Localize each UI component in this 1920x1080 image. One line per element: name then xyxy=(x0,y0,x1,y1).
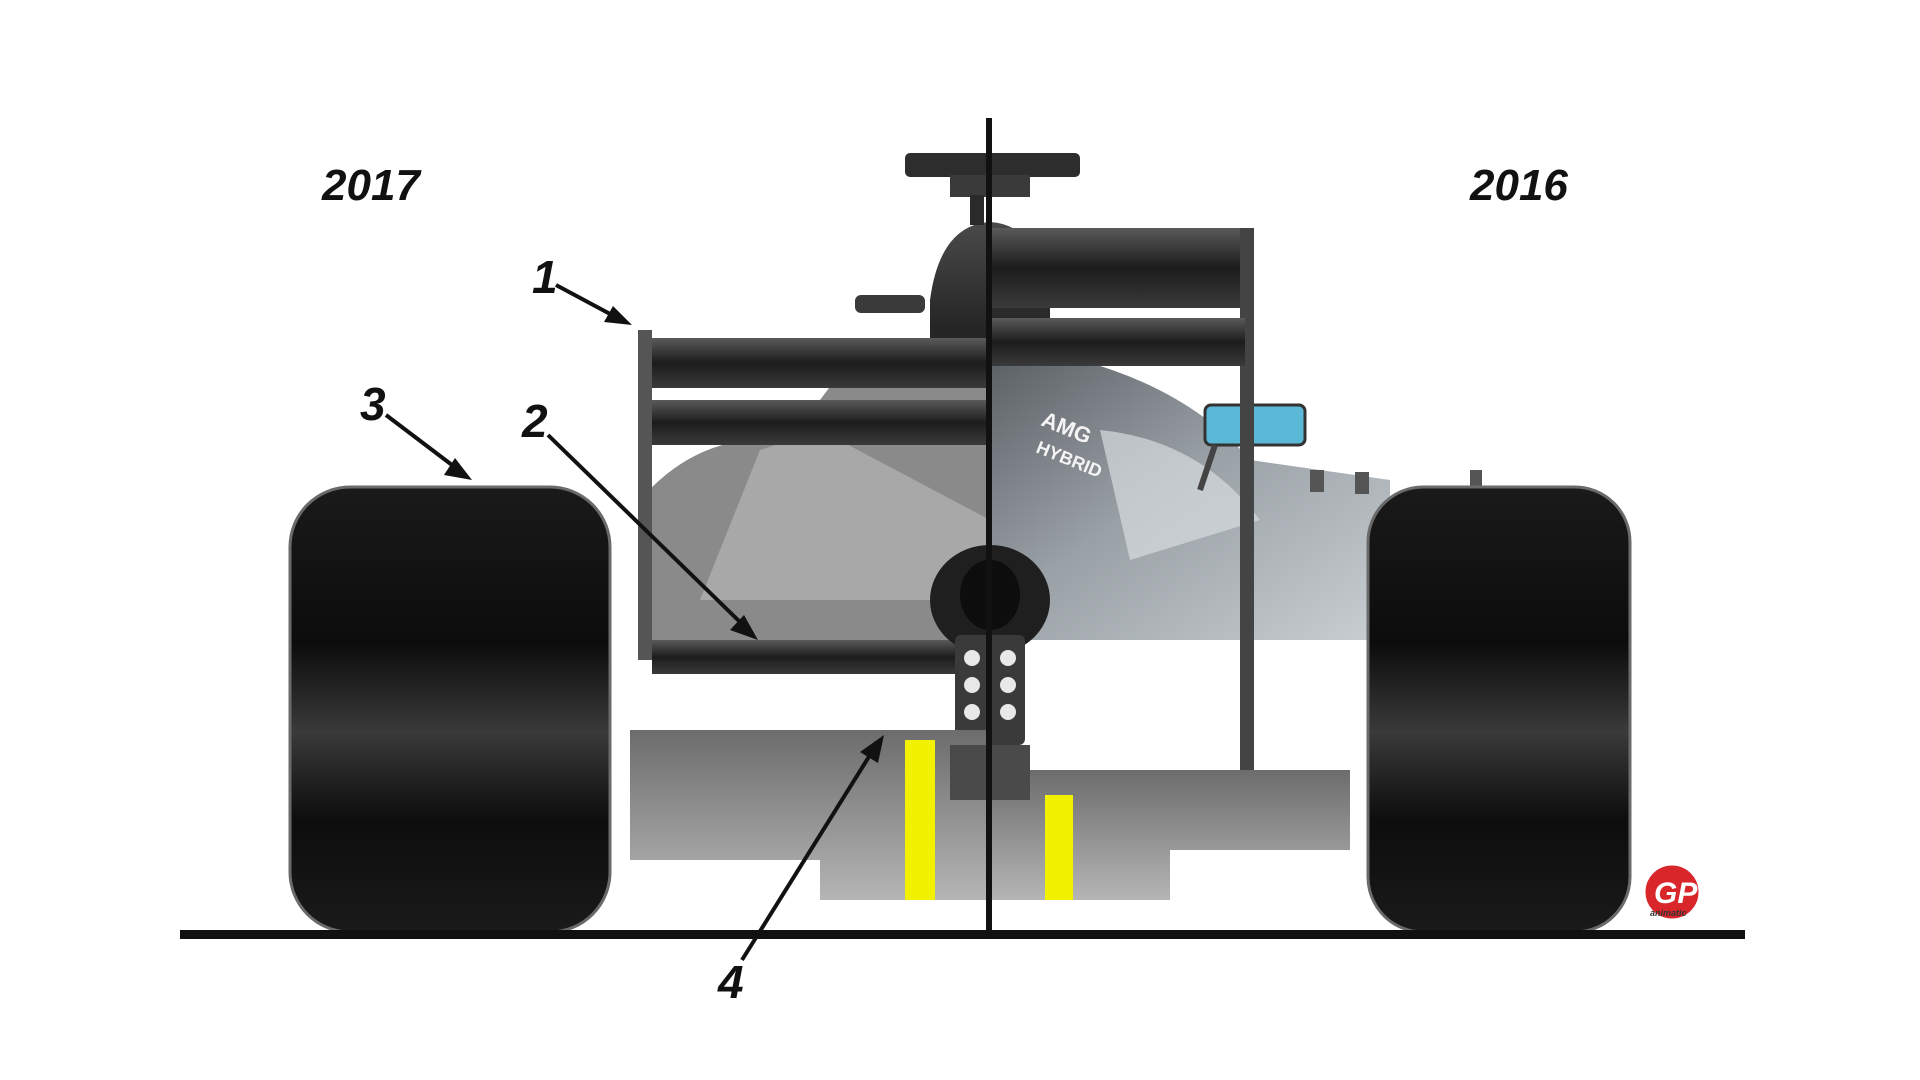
diffuser-height-marker-2016 xyxy=(1045,795,1073,900)
callout-2: 2 xyxy=(521,395,758,640)
arrow-head xyxy=(730,615,758,640)
cooling-peg xyxy=(1310,470,1324,492)
rear-wing-2016-flap xyxy=(990,318,1245,366)
right-tyre-2016 xyxy=(1366,485,1632,934)
rear-wing-2017-main-plane xyxy=(652,338,990,388)
diffuser-2016 xyxy=(990,770,1350,900)
centre-divider xyxy=(986,118,992,938)
mirror xyxy=(1203,403,1307,447)
callout-number-3: 3 xyxy=(360,378,386,430)
left-bodywork-shade xyxy=(700,430,990,600)
cooling-peg xyxy=(1355,472,1369,494)
arrow-head xyxy=(604,306,632,325)
tyres xyxy=(288,485,1632,934)
beam-wing xyxy=(652,640,990,674)
callout-number-1: 1 xyxy=(532,251,558,303)
left-tyre-2017 xyxy=(288,485,612,934)
rear-wing-2016 xyxy=(990,228,1254,788)
rear-wing-2017 xyxy=(638,330,990,674)
year-label-2016: 2016 xyxy=(1469,161,1568,210)
rear-wing-2016-main-plane xyxy=(990,228,1245,308)
callout-1: 1 xyxy=(532,251,632,325)
arrow-head xyxy=(860,735,884,763)
logo-main-text: GP xyxy=(1654,877,1698,910)
rear-wing-2016-endplate xyxy=(1240,228,1254,788)
rear-wing-2017-endplate xyxy=(638,330,652,660)
callout-number-4: 4 xyxy=(717,956,744,1008)
cooling-peg xyxy=(1470,470,1482,486)
callout-4: 4 xyxy=(717,735,884,1008)
arrow-head xyxy=(444,458,472,480)
t-wing xyxy=(855,153,1080,313)
logo-sub-text: animatic xyxy=(1650,908,1687,918)
right-sidepod-highlight xyxy=(1100,430,1260,560)
diffuser-height-marker-2017 xyxy=(905,740,935,900)
ground-line xyxy=(180,930,1745,939)
rain-light-leds xyxy=(964,650,1016,720)
diffuser xyxy=(630,730,1350,900)
callout-number-2: 2 xyxy=(521,395,548,447)
callout-3: 3 xyxy=(360,378,472,480)
rear-wing-2017-flap xyxy=(652,400,990,445)
diffuser-2017 xyxy=(630,730,990,900)
year-label-2017: 2017 xyxy=(321,161,422,210)
gp-animatic-logo: GP animatic xyxy=(1642,862,1702,922)
mirror-stalk xyxy=(1197,444,1218,491)
